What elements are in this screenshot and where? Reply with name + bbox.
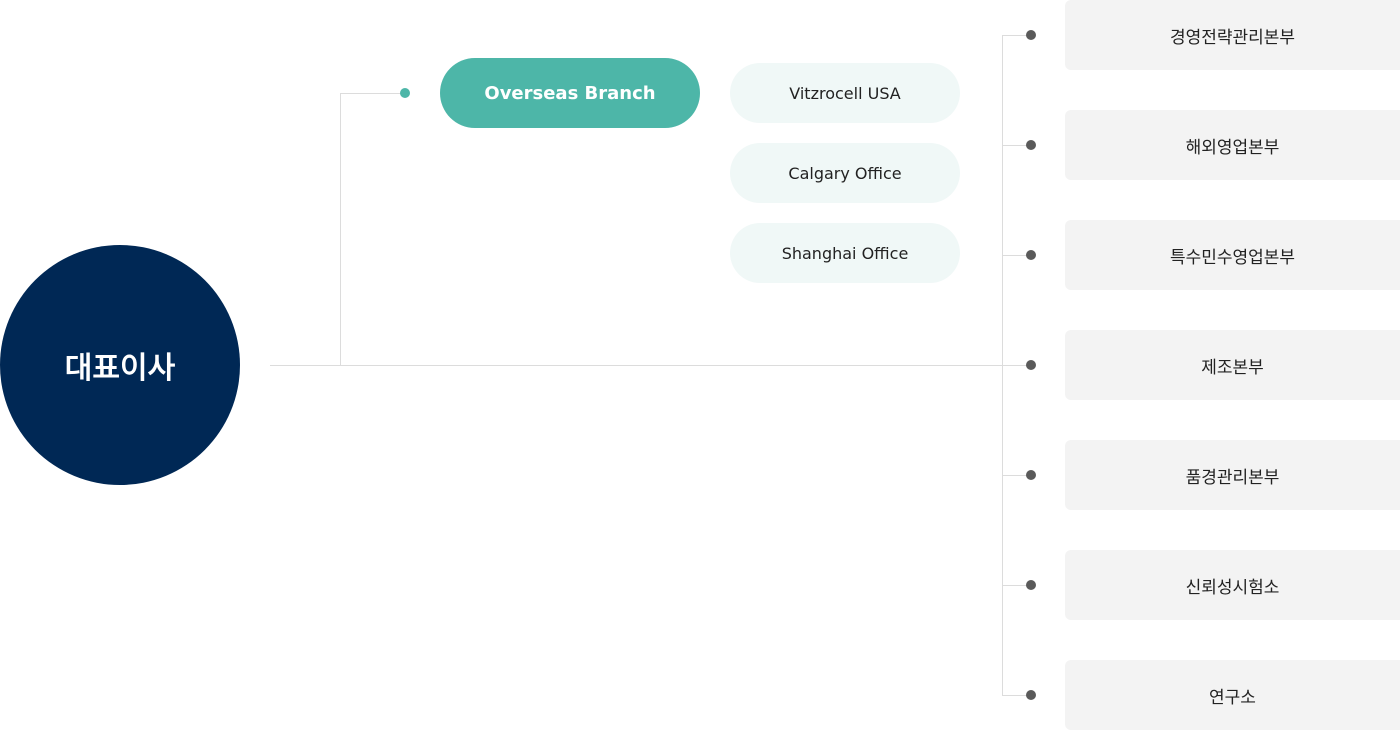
dept-connector: [1002, 255, 1030, 256]
main-horizontal-connector: [270, 365, 1030, 366]
dept-connector-dot: [1026, 360, 1036, 370]
overseas-branch-node: Overseas Branch: [440, 58, 700, 128]
dept-node-overseas-sales: 해외영업본부: [1065, 110, 1400, 180]
overseas-horizontal-connector: [340, 93, 405, 94]
branch-node-usa: Vitzrocell USA: [730, 63, 960, 123]
branch-node-shanghai: Shanghai Office: [730, 223, 960, 283]
dept-connector: [1002, 145, 1030, 146]
dept-connector-dot: [1026, 250, 1036, 260]
dept-node-strategy: 경영전략관리본부: [1065, 0, 1400, 70]
branch-label: Calgary Office: [788, 163, 902, 183]
branch-node-calgary: Calgary Office: [730, 143, 960, 203]
dept-label: 신뢰성시험소: [1185, 577, 1280, 598]
dept-label: 제조본부: [1201, 357, 1264, 378]
dept-node-quality: 품경관리본부: [1065, 440, 1400, 510]
departments-vertical-connector: [1002, 35, 1003, 695]
branch-label: Shanghai Office: [781, 243, 909, 263]
dept-connector-dot: [1026, 30, 1036, 40]
overseas-vertical-connector: [340, 93, 341, 365]
dept-node-special-sales: 특수민수영업본부: [1065, 220, 1400, 290]
ceo-node: 대표이사: [0, 245, 240, 485]
dept-connector: [1002, 585, 1030, 586]
dept-node-research: 연구소: [1065, 660, 1400, 730]
dept-label: 특수민수영업본부: [1169, 247, 1296, 268]
ceo-label: 대표이사: [64, 351, 176, 386]
dept-connector: [1002, 695, 1030, 696]
dept-connector-dot: [1026, 470, 1036, 480]
dept-connector: [1002, 475, 1030, 476]
dept-connector-dot: [1026, 690, 1036, 700]
dept-label: 해외영업본부: [1185, 137, 1280, 158]
overseas-connector-dot: [400, 88, 410, 98]
dept-node-manufacturing: 제조본부: [1065, 330, 1400, 400]
dept-connector-dot: [1026, 140, 1036, 150]
dept-connector: [1002, 35, 1030, 36]
dept-label: 경영전략관리본부: [1169, 27, 1296, 48]
dept-label: 품경관리본부: [1185, 467, 1280, 488]
dept-node-reliability-lab: 신뢰성시험소: [1065, 550, 1400, 620]
dept-label: 연구소: [1209, 687, 1256, 708]
branch-label: Vitzrocell USA: [789, 83, 901, 103]
overseas-branch-label: Overseas Branch: [484, 82, 656, 104]
dept-connector-dot: [1026, 580, 1036, 590]
